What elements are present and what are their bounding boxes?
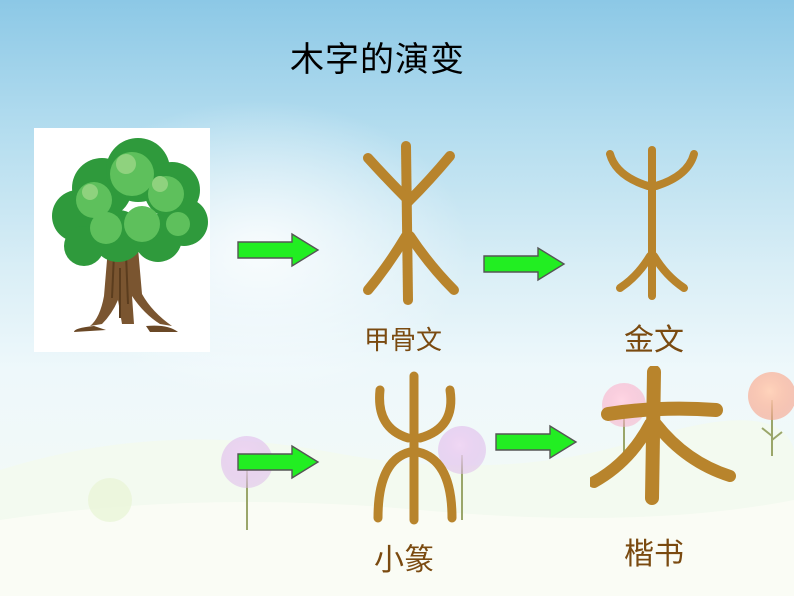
right-arrow-icon [237, 444, 320, 480]
bronze-inscription-glyph [606, 146, 698, 300]
flower-decoration [748, 372, 794, 456]
hill-shape [0, 500, 794, 596]
small-seal-glyph [373, 371, 457, 525]
tree-illustration [52, 138, 208, 332]
right-arrow-icon [483, 246, 566, 282]
regular-script-glyph [590, 366, 736, 505]
right-arrow-icon [495, 424, 578, 460]
oracle-bone-glyph [363, 141, 459, 305]
flower-decoration [88, 478, 132, 522]
stage-label-oracle-bone: 甲骨文 [364, 326, 443, 356]
flower-decoration [438, 426, 486, 520]
tree-picture [34, 128, 210, 352]
slide-title: 木字的演变 [290, 40, 465, 80]
stage-label-small-seal: 小篆 [374, 543, 434, 578]
stage-label-bronze: 金文 [624, 323, 684, 358]
right-arrow-icon [237, 232, 320, 268]
stage-label-regular-script: 楷书 [624, 537, 684, 572]
